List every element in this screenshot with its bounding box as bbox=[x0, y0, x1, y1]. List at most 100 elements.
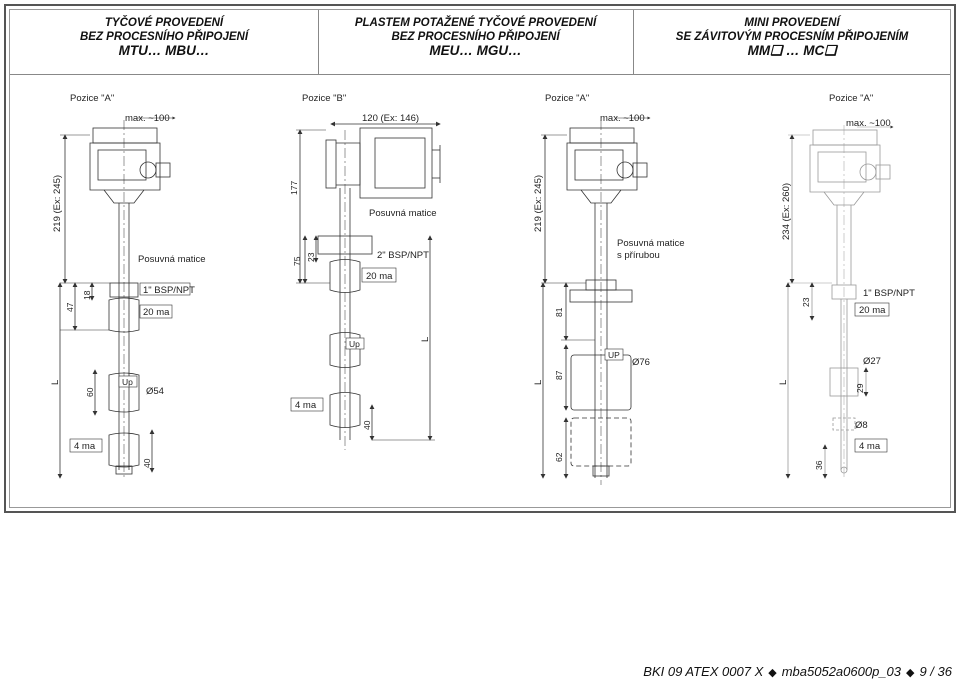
dimension-36: 36 bbox=[814, 460, 824, 470]
housing-neck bbox=[103, 189, 145, 204]
ma20-label: 20 ma bbox=[859, 305, 886, 316]
height-dimension: 219 (Ex: 245) bbox=[52, 175, 63, 232]
ma4-label: 4 ma bbox=[859, 441, 881, 452]
position-label: Pozice "A" bbox=[829, 93, 873, 104]
height-dimension: 234 (Ex: 260) bbox=[781, 183, 792, 240]
float-lower bbox=[329, 392, 361, 428]
thread-fitting bbox=[831, 284, 857, 300]
ma4-label: 4 ma bbox=[74, 441, 96, 452]
thread-label: 2" BSP/NPT bbox=[377, 250, 429, 261]
housing-body bbox=[89, 142, 161, 191]
housing-top bbox=[569, 127, 635, 144]
housing-window bbox=[97, 149, 147, 181]
ma4-box bbox=[69, 438, 103, 453]
thread-label: 1" BSP/NPT bbox=[863, 288, 915, 299]
float-upper bbox=[570, 354, 632, 411]
end-stop bbox=[115, 465, 133, 475]
dimension-60: 60 bbox=[85, 387, 95, 397]
page-footer: BKI 09 ATEX 0007 X◆mba5052a0600p_03◆9 / … bbox=[643, 664, 952, 679]
diameter-label: Ø76 bbox=[632, 357, 650, 368]
diameter-27: Ø27 bbox=[863, 356, 881, 367]
height-dimension: 219 (Ex: 245) bbox=[533, 175, 544, 232]
housing-body bbox=[359, 127, 433, 199]
page-number: 9 / 36 bbox=[919, 664, 952, 679]
housing-body bbox=[809, 144, 881, 193]
sliding-nut-label: Posuvná matice bbox=[138, 254, 206, 265]
header-subtitle: BEZ PROCESNÍHO PŘIPOJENÍ bbox=[391, 31, 560, 43]
drawing-frame: TYČOVÉ PROVEDENÍ BEZ PROCESNÍHO PŘIPOJEN… bbox=[4, 4, 956, 513]
housing-top bbox=[812, 129, 878, 146]
header-divider bbox=[633, 10, 634, 74]
housing-neck bbox=[336, 142, 361, 186]
drawing-rod-version bbox=[57, 116, 176, 480]
header-models: MEU… MGU… bbox=[429, 43, 522, 58]
length-L: L bbox=[533, 380, 544, 385]
end-stop bbox=[592, 465, 610, 477]
position-label: Pozice "B" bbox=[302, 93, 346, 104]
cable-gland bbox=[616, 161, 634, 179]
housing-window bbox=[574, 149, 624, 181]
flange bbox=[569, 289, 633, 303]
max-label: max. ~100 bbox=[125, 113, 170, 124]
position-label: Pozice "A" bbox=[70, 93, 114, 104]
dimension-62: 62 bbox=[554, 452, 564, 462]
dimension-23: 23 bbox=[306, 252, 316, 262]
diameter-label: Ø54 bbox=[146, 386, 164, 397]
sliding-nut-flange-label: s přírubou bbox=[617, 250, 660, 261]
header-subtitle: SE ZÁVITOVÝM PROCESNÍM PŘIPOJENÍM bbox=[675, 31, 909, 43]
ma4-label: 4 ma bbox=[295, 400, 317, 411]
diamond-icon: ◆ bbox=[906, 667, 915, 679]
ma20-box bbox=[139, 304, 173, 319]
ma4-box bbox=[290, 397, 324, 412]
sliding-nut-label: Posuvná matice bbox=[369, 208, 437, 219]
drawing-inner-frame: TYČOVÉ PROVEDENÍ BEZ PROCESNÍHO PŘIPOJEN… bbox=[9, 9, 951, 508]
header-title: MINI PROVEDENÍ bbox=[744, 17, 840, 29]
ma20-label: 20 ma bbox=[366, 271, 393, 282]
length-L: L bbox=[50, 380, 61, 385]
up-box bbox=[118, 375, 138, 388]
housing-neck bbox=[580, 189, 622, 204]
drawing-coated-version bbox=[540, 116, 651, 485]
certificate-number: BKI 09 ATEX 0007 X bbox=[643, 664, 764, 679]
float-upper bbox=[829, 367, 859, 397]
ma20-box bbox=[854, 302, 890, 317]
header-models: MM❏ … MC❏ bbox=[747, 43, 837, 58]
header-models: MTU… MBU… bbox=[118, 43, 210, 58]
dimension-81: 81 bbox=[554, 307, 564, 317]
housing-body bbox=[566, 142, 638, 191]
header-subtitle: BEZ PROCESNÍHO PŘIPOJENÍ bbox=[79, 31, 249, 43]
thread-label-box bbox=[139, 282, 191, 296]
up-label: UP bbox=[608, 350, 620, 360]
end-cap bbox=[840, 466, 848, 474]
dimension-40: 40 bbox=[362, 420, 372, 430]
max-label: max. ~100 bbox=[846, 118, 891, 129]
ma20-label: 20 ma bbox=[143, 307, 170, 318]
dimension-75: 75 bbox=[292, 256, 302, 266]
thread-label: 1" BSP/NPT bbox=[143, 285, 195, 296]
cable-gland bbox=[859, 163, 877, 181]
float-upper bbox=[108, 297, 140, 333]
gland-nut bbox=[875, 164, 891, 180]
dimension-18: 18 bbox=[82, 290, 92, 300]
header-title: PLASTEM POTAŽENÉ TYČOVÉ PROVEDENÍ bbox=[354, 17, 597, 29]
cable-gland bbox=[139, 161, 157, 179]
header-coated-version: PLASTEM POTAŽENÉ TYČOVÉ PROVEDENÍ BEZ PR… bbox=[318, 16, 633, 74]
float-lower-phantom bbox=[832, 417, 856, 431]
dimension-23: 23 bbox=[801, 297, 811, 307]
dimension-40: 40 bbox=[142, 458, 152, 468]
position-label: Pozice "A" bbox=[545, 93, 589, 104]
dimension-177: 177 bbox=[289, 181, 299, 195]
housing-window bbox=[374, 137, 426, 189]
header-rod-version: TYČOVÉ PROVEDENÍ BEZ PROCESNÍHO PŘIPOJEN… bbox=[10, 16, 318, 74]
housing-window bbox=[817, 151, 867, 183]
header-mini-version: MINI PROVEDENÍ SE ZÁVITOVÝM PROCESNÍM PŘ… bbox=[633, 16, 951, 74]
float-middle bbox=[108, 372, 140, 413]
up-label: Up bbox=[122, 377, 133, 387]
technical-drawings: Pozice "A" max. ~100 219 (Ex: 245) Posuv… bbox=[50, 93, 915, 485]
header-divider bbox=[318, 10, 319, 74]
diameter-8: Ø8 bbox=[855, 420, 868, 431]
ma4-box bbox=[854, 438, 888, 453]
up-box bbox=[345, 337, 365, 350]
width-dimension: 120 (Ex: 146) bbox=[362, 113, 419, 124]
header-title: TYČOVÉ PROVEDENÍ bbox=[104, 17, 224, 29]
